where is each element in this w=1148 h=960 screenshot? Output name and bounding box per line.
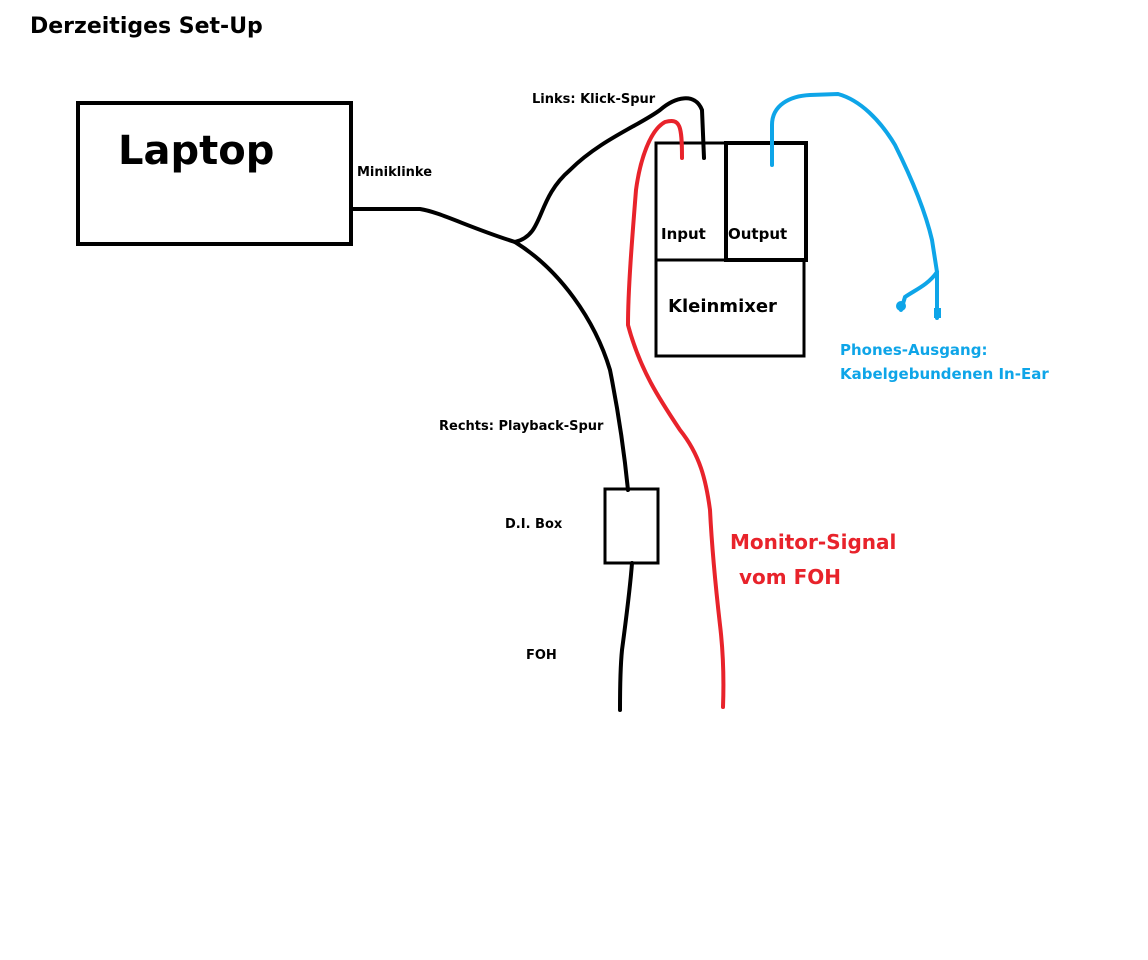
mixer-label: Kleinmixer (668, 296, 777, 317)
phones-label-line1: Phones-Ausgang: (840, 341, 988, 359)
di-box (603, 487, 660, 565)
cable-monitor-signal (625, 119, 726, 709)
mixer-output-label: Output (728, 225, 788, 243)
diagram-title: Derzeitiges Set-Up (30, 14, 263, 39)
cable-rechts-playback (513, 240, 630, 492)
mixer-input-label: Input (661, 225, 706, 243)
cable-di-to-foh (618, 561, 634, 712)
monitor-label-line2: vom FOH (739, 565, 841, 589)
cable-miniklinke (349, 207, 517, 244)
mixer-box (654, 258, 806, 358)
in-ear-left-plug (896, 301, 906, 311)
foh-label: FOH (526, 648, 557, 663)
links-label: Links: Klick-Spur (532, 92, 656, 107)
laptop-box (76, 101, 353, 246)
in-ear-right-plug (934, 308, 941, 318)
phones-label-line2: Kabelgebundenen In-Ear (840, 365, 1049, 383)
di-box-label: D.I. Box (505, 517, 563, 532)
laptop-label: Laptop (118, 128, 275, 174)
cable-links-klick (513, 96, 706, 244)
rechts-label: Rechts: Playback-Spur (439, 419, 604, 434)
monitor-label-line1: Monitor-Signal (730, 530, 897, 554)
cable-phones-out (770, 91, 939, 274)
miniklinke-label: Miniklinke (357, 165, 433, 180)
in-ear-left-cable (899, 270, 939, 312)
